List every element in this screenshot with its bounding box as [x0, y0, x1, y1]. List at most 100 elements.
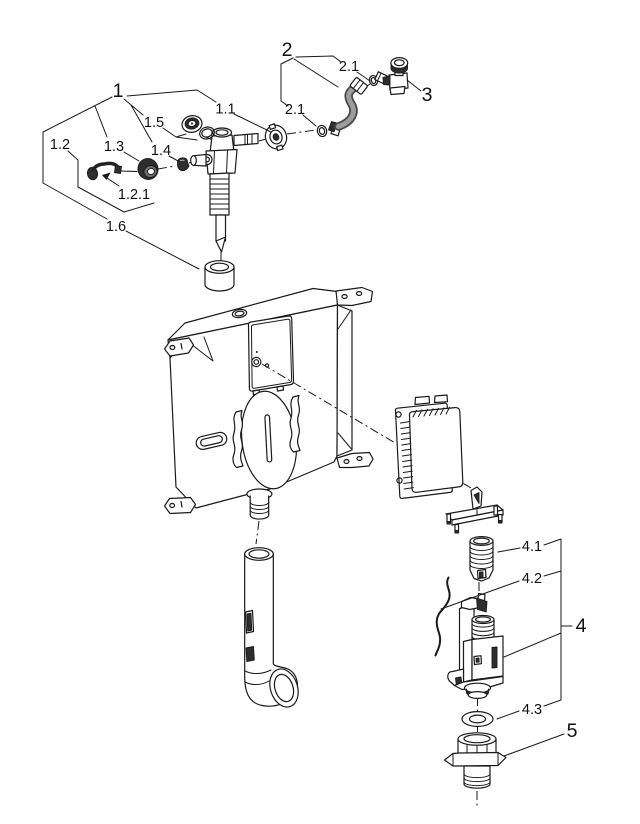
callout-label-2-1b: 2.1	[285, 102, 305, 118]
leader-arrowhead-1-2-1	[102, 172, 111, 180]
plate-front-face	[408, 406, 464, 493]
latch-feet-dark	[446, 520, 503, 534]
plate-screw-top	[395, 411, 402, 418]
panel-button	[251, 356, 262, 368]
lever-part	[87, 161, 122, 181]
valve-gasket-bottom	[467, 690, 488, 699]
panel-dot	[255, 351, 258, 353]
nut-ridges	[352, 79, 365, 92]
bend-top-opening-inner	[248, 549, 270, 559]
fill-valve-body-facets	[213, 149, 228, 174]
tank-tab-bottom-left	[163, 496, 197, 515]
inlet-flange	[264, 123, 288, 152]
callout-label-1-5: 1.5	[144, 115, 164, 131]
flush-valve	[447, 592, 504, 699]
washer-outer	[461, 710, 494, 727]
callout-label-1: 1	[113, 80, 124, 102]
latch-bracket	[445, 486, 504, 534]
callout-label-3: 3	[422, 84, 433, 106]
callout-label-4: 4	[576, 615, 587, 637]
cap-and-oring	[181, 115, 215, 140]
callout-leaders-group1	[42, 89, 272, 270]
valve-clip-dark	[476, 597, 488, 613]
shank-cylinder	[204, 260, 235, 292]
plate-screw-bottom	[396, 477, 403, 484]
tank-access-panel-inner-border	[250, 318, 293, 389]
oring-outer	[316, 124, 328, 138]
cistern-tank	[163, 286, 374, 520]
valve-cap-inner	[393, 59, 405, 67]
oring-1-5	[199, 126, 215, 140]
seal-washer	[461, 710, 494, 727]
tank-top-inlet-hole-inner	[234, 310, 245, 317]
oring-outer	[199, 126, 215, 140]
cylinder-top-inner	[209, 262, 230, 272]
valve-skirt	[389, 85, 406, 96]
nipple-ring	[376, 72, 382, 82]
callout-label-4-3: 4.3	[522, 702, 542, 718]
cone-highlight	[179, 159, 185, 162]
hose-braid-texture	[336, 85, 358, 129]
oring-inner	[201, 128, 213, 138]
tank-tab-upper-left-hole	[169, 342, 183, 351]
access-cover-plate	[394, 394, 464, 500]
callout-leaders-group2	[280, 55, 371, 127]
callout-label-5: 5	[567, 720, 578, 742]
fill-valve-shank-ribs	[209, 178, 230, 210]
float-thread-ribs	[469, 546, 494, 569]
tank-outlet-cylinder	[249, 495, 270, 520]
tank-tab-bottom-left-hole	[169, 500, 183, 509]
valve-bellows-ribs	[471, 623, 495, 641]
tank-pill-slot	[195, 431, 228, 451]
outlet-crown-top-inner	[463, 734, 491, 744]
panel-button-inner	[253, 359, 260, 365]
cone-part	[176, 157, 190, 172]
grommet-part	[137, 158, 159, 180]
nut-body	[349, 77, 368, 95]
bend-seam-lines	[244, 669, 272, 685]
tank-side-fold-lines	[337, 309, 352, 449]
callout-label-2: 2	[282, 39, 293, 61]
outlet-fitting	[443, 732, 507, 789]
tank-center-slot	[264, 414, 273, 463]
hose-nut-right	[349, 77, 368, 95]
tank-outlet-thread-ribs	[249, 502, 270, 515]
callout-label-4-1: 4.1	[522, 539, 542, 555]
bend-boot-face	[269, 668, 299, 708]
outlet-lower-cylinder	[463, 765, 491, 789]
float-notch-dark	[479, 571, 484, 578]
fill-valve-tip	[215, 236, 227, 253]
valve-side-nipple	[382, 75, 391, 86]
callout-leader-3	[406, 79, 422, 92]
tank-pill-slot-outer	[195, 431, 228, 451]
valve-body-dark-slot	[491, 646, 498, 669]
grommet-hole	[147, 168, 155, 175]
callout-label-1-3: 1.3	[104, 139, 124, 155]
fill-valve-right-pipe	[233, 132, 259, 147]
angle-valve	[382, 56, 409, 96]
flange-mid	[269, 129, 283, 145]
float-body	[469, 540, 494, 582]
bend-slot-upper-inner	[246, 612, 253, 632]
callout-label-1-2: 1.2	[50, 137, 70, 153]
outlet-lower-ribs	[463, 773, 491, 787]
valve-body-window-dark	[475, 657, 480, 663]
tank-pill-slot-inner	[200, 435, 223, 447]
cylinder-top	[204, 260, 235, 274]
callout-label-1-2-1: 1.2.1	[118, 187, 150, 203]
cap-center-dot	[190, 122, 194, 125]
flex-hose-assembly	[316, 71, 388, 138]
fill-valve-left-nipple-face	[190, 155, 197, 166]
float-top-inner	[473, 537, 490, 545]
washer-inner	[468, 714, 487, 724]
plate-lamellae-left	[400, 421, 414, 490]
lever-arm	[91, 161, 121, 174]
callout-label-1-4: 1.4	[151, 143, 171, 159]
plate-top-tabs	[414, 394, 449, 406]
lever-pad	[87, 166, 98, 181]
fill-valve-right-pipe-rings	[244, 133, 253, 146]
latch-upright-dark	[473, 492, 480, 504]
flush-bend-pipe	[244, 547, 299, 708]
lever-tip	[114, 165, 122, 174]
